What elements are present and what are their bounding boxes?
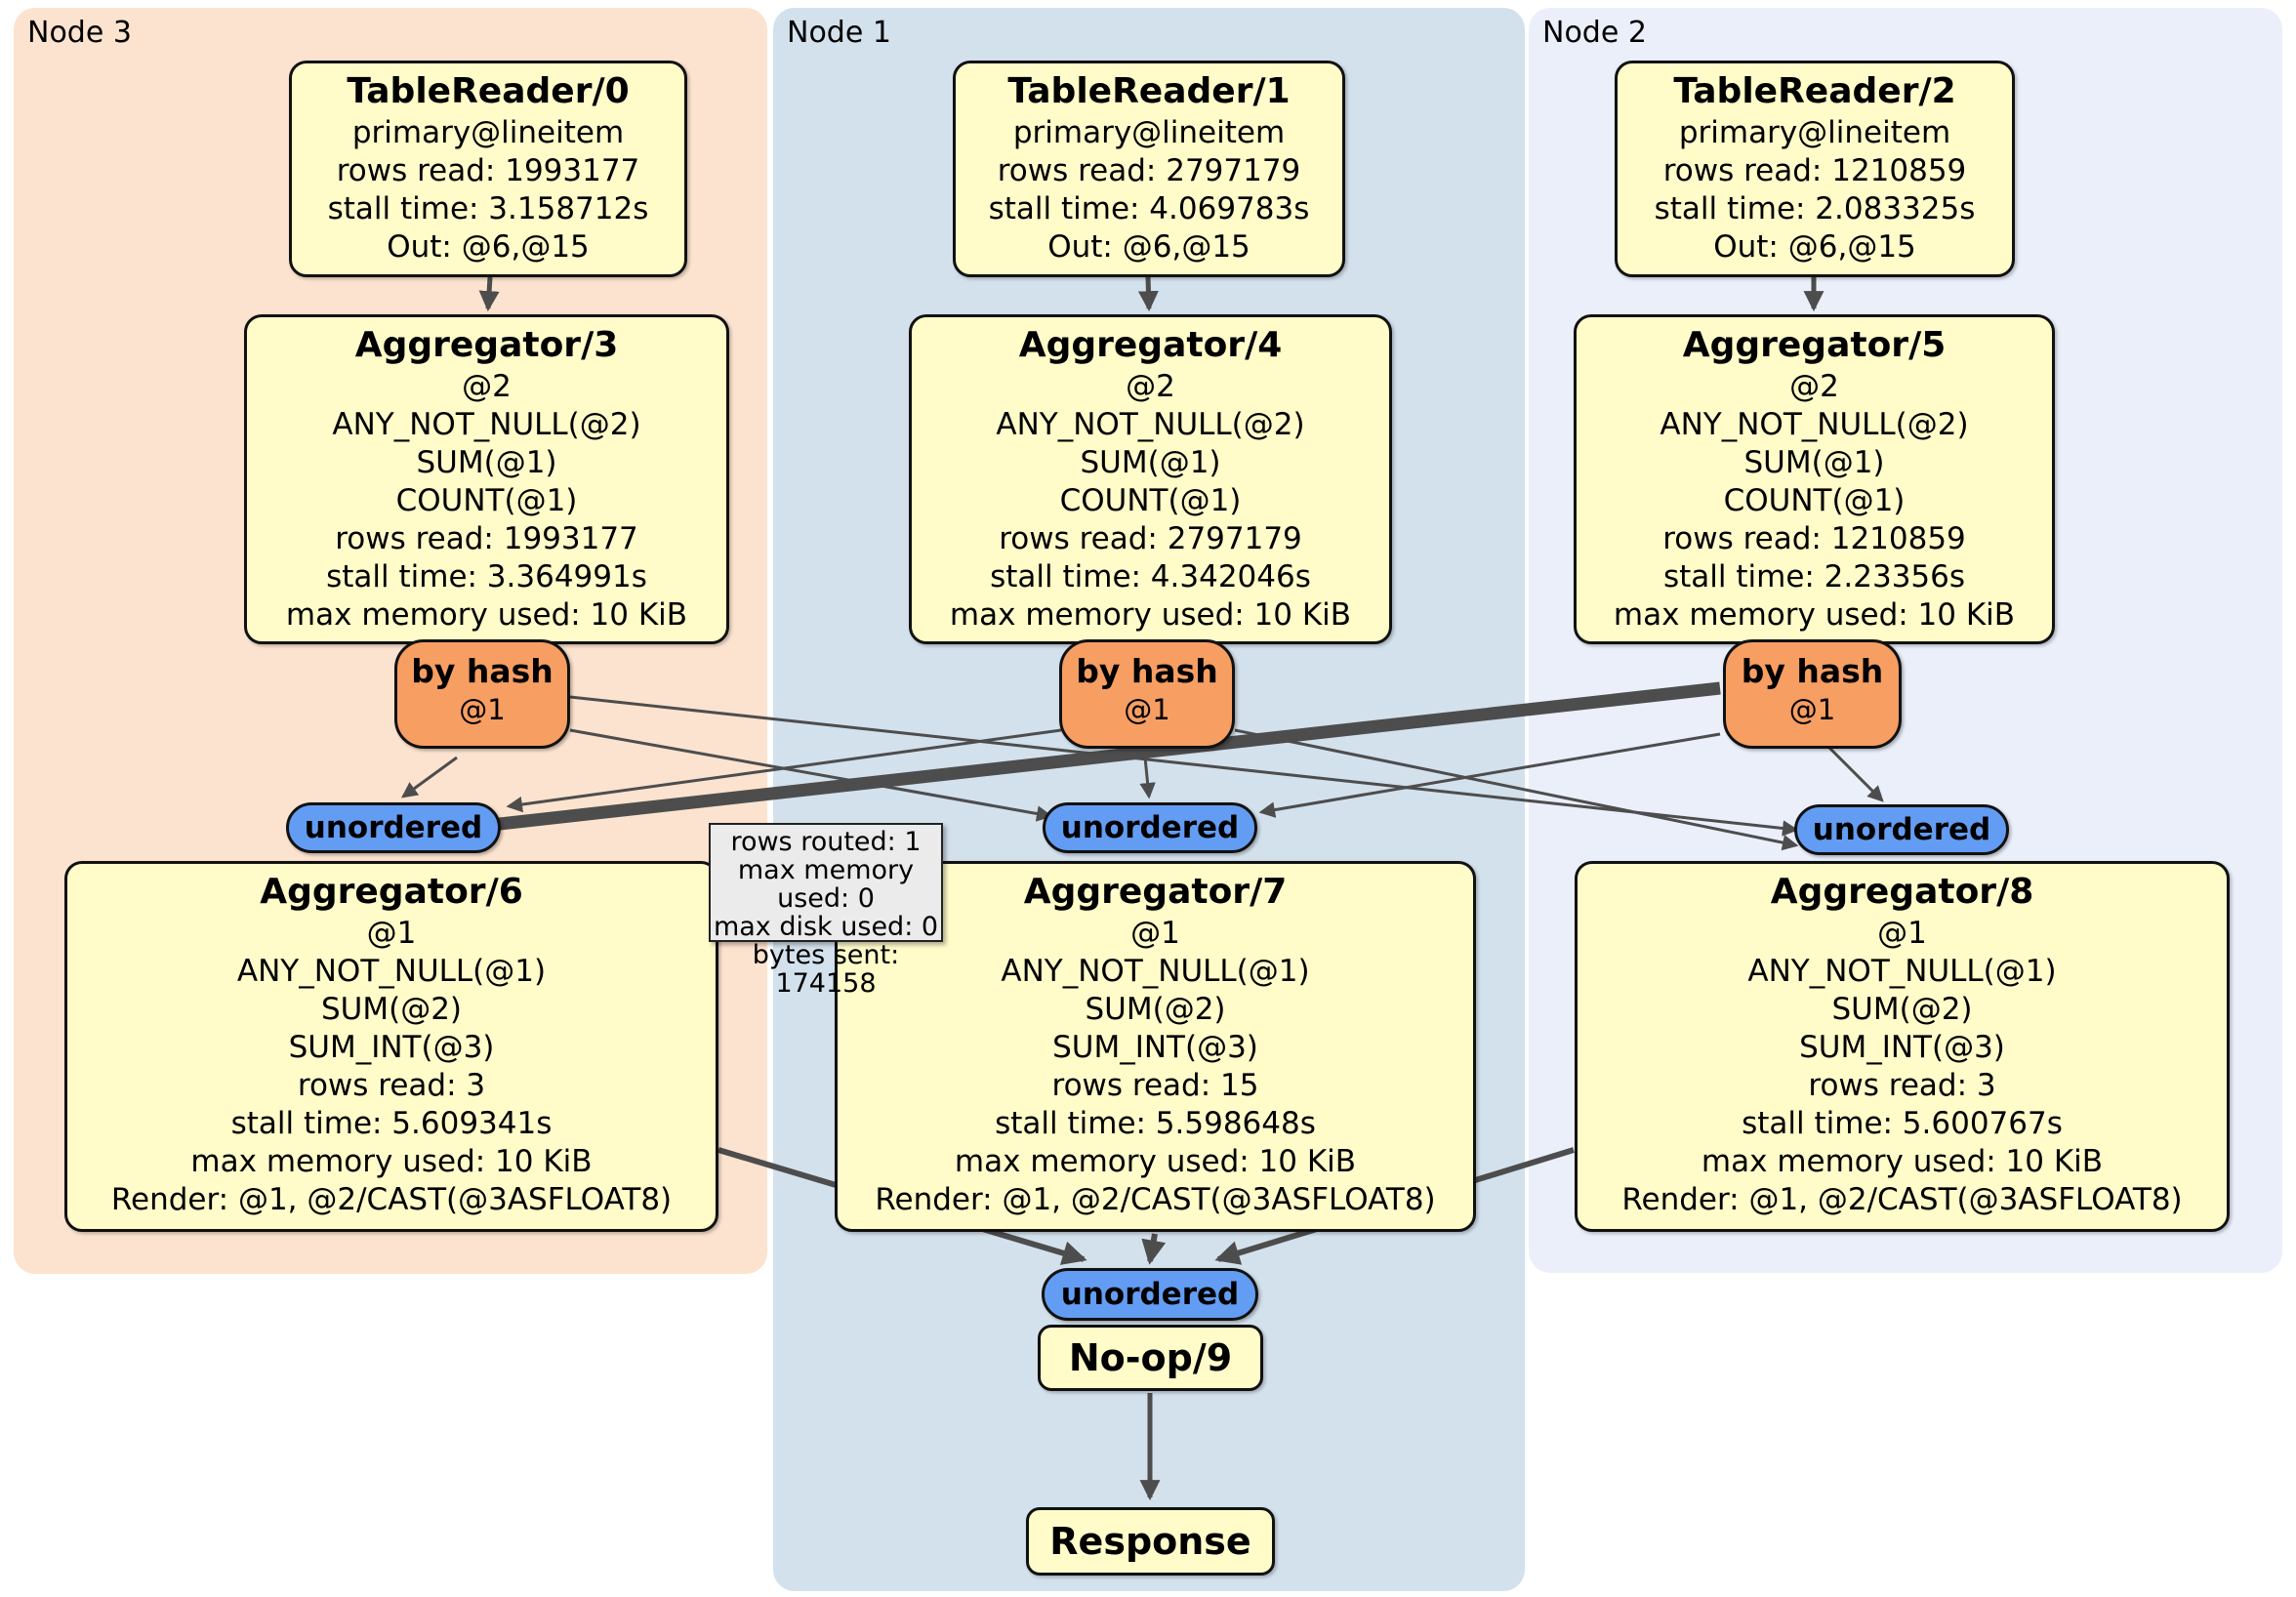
hash-router-node2-badge[interactable]: by hash @1	[1723, 639, 1902, 749]
edge-agg7-final-sync[interactable]	[1141, 1233, 1167, 1265]
hash-router-node1-badge[interactable]: by hash @1	[1059, 639, 1235, 749]
aggregator-6-box: Aggregator/6 @1 ANY_NOT_NULL(@1) SUM(@2)…	[64, 861, 718, 1232]
response-box: Response	[1026, 1507, 1275, 1576]
node2-label: Node 2	[1542, 16, 1647, 50]
edge-router-n3-sync-n2[interactable]	[569, 695, 1799, 837]
node3-label: Node 3	[27, 16, 132, 50]
table-reader-0-box: TableReader/0 primary@lineitem rows read…	[289, 61, 687, 277]
edge-router-n2-sync-n3-thick[interactable]	[424, 681, 1721, 846]
processor-title: Aggregator/5	[1682, 325, 1947, 365]
processor-title: Aggregator/3	[354, 325, 619, 365]
unordered-sync-node2-badge[interactable]: unordered	[1794, 804, 2009, 855]
aggregator-7-box: Aggregator/7 @1 ANY_NOT_NULL(@1) SUM(@2)…	[835, 861, 1476, 1232]
node1-label: Node 1	[787, 16, 891, 50]
edge-tr1-agg4[interactable]	[1137, 276, 1159, 312]
aggregator-8-box: Aggregator/8 @1 ANY_NOT_NULL(@1) SUM(@2)…	[1575, 861, 2230, 1232]
processor-title: TableReader/1	[1007, 71, 1291, 111]
unordered-sync-final-badge[interactable]: unordered	[1042, 1268, 1258, 1321]
hash-router-node3-badge[interactable]: by hash @1	[394, 639, 570, 749]
table-reader-1-box: TableReader/1 primary@lineitem rows read…	[953, 61, 1345, 277]
edge-tr0-agg3[interactable]	[478, 276, 500, 312]
edge-router-n1-sync-n2[interactable]	[1234, 728, 1799, 851]
unordered-sync-node3-badge[interactable]: unordered	[286, 802, 501, 853]
processor-title: Aggregator/7	[1023, 872, 1288, 912]
processor-title: Aggregator/8	[1770, 872, 2034, 912]
processor-title: TableReader/2	[1673, 71, 1956, 111]
processor-title: TableReader/0	[347, 71, 630, 111]
processor-title: Aggregator/4	[1018, 325, 1283, 365]
edge-router-n1-sync-n1[interactable]	[1139, 757, 1156, 799]
edge-router-n2-sync-n2[interactable]	[1827, 746, 1884, 802]
aggregator-4-box: Aggregator/4 @2 ANY_NOT_NULL(@2) SUM(@1)…	[909, 314, 1392, 644]
edge-router-n3-sync-n1[interactable]	[569, 728, 1053, 822]
aggregator-5-box: Aggregator/5 @2 ANY_NOT_NULL(@2) SUM(@1)…	[1574, 314, 2055, 644]
edge-stats-tooltip: rows routed: 1 max memory used: 0 max di…	[709, 823, 943, 998]
noop-box: No-op/9	[1038, 1325, 1263, 1391]
edge-router-n3-sync-n3[interactable]	[400, 756, 458, 798]
edge-router-n1-sync-n3[interactable]	[506, 728, 1062, 813]
processor-title: Aggregator/6	[260, 872, 523, 912]
table-reader-2-box: TableReader/2 primary@lineitem rows read…	[1615, 61, 2015, 277]
edge-router-n2-sync-n1[interactable]	[1258, 732, 1721, 818]
aggregator-3-box: Aggregator/3 @2 ANY_NOT_NULL(@2) SUM(@1)…	[244, 314, 729, 644]
unordered-sync-node1-badge[interactable]: unordered	[1043, 802, 1257, 853]
